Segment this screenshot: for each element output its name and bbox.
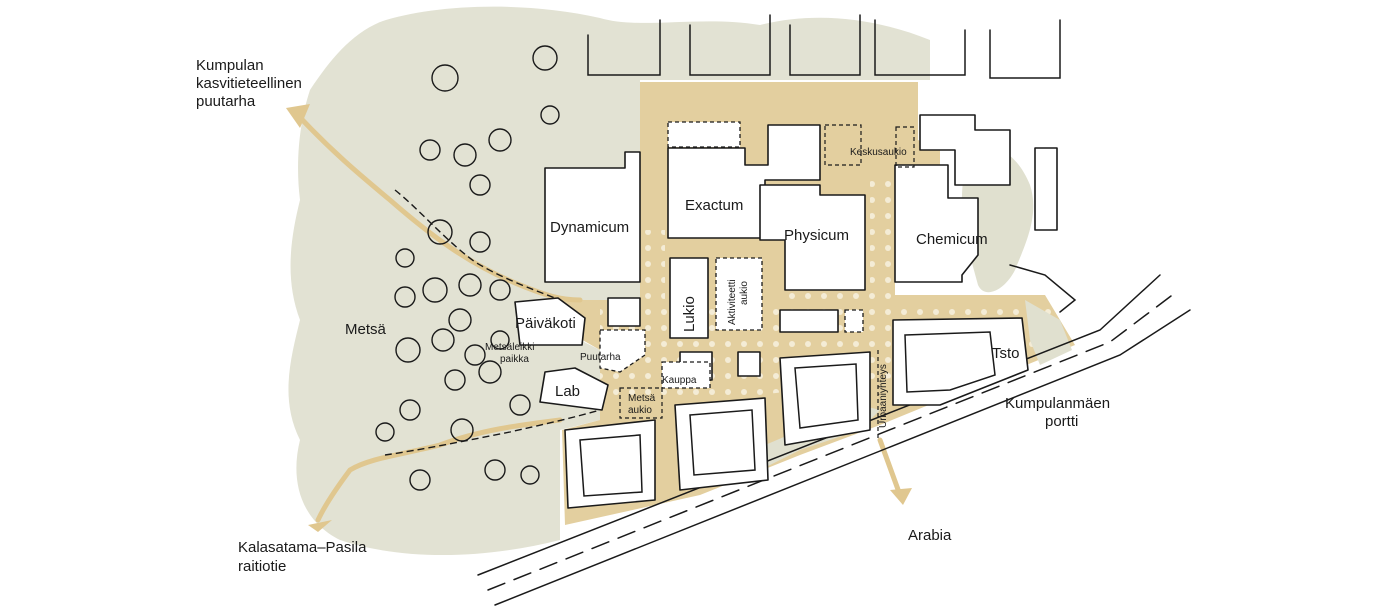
building-physicum (759, 184, 866, 291)
residential-block (689, 409, 756, 476)
label-dynamicum: Dynamicum (550, 219, 629, 236)
residential-block (564, 419, 656, 509)
activity-plaza (715, 257, 763, 331)
small-building (779, 309, 839, 333)
label-keskusaukio: Keskusaukio (850, 147, 907, 158)
residential-block (904, 331, 996, 393)
arrow-north-west-icon (286, 104, 310, 128)
garden-area (599, 329, 646, 373)
label-aktiviteetti-aukio-2: aukio (739, 281, 750, 305)
path-to-arabia (877, 437, 903, 498)
label-kalasatama-1: Kalasatama–Pasila (238, 539, 367, 556)
label-paivakoti: Päiväkoti (515, 315, 576, 332)
label-portti-1: Kumpulanmäen (1005, 395, 1110, 412)
label-kauppa: Kauppa (662, 375, 697, 386)
context-buildings-top (587, 14, 1061, 79)
residential-block (674, 397, 769, 491)
building-lukio (669, 257, 709, 339)
central-plaza-east (895, 126, 915, 168)
building-lab (539, 367, 609, 411)
label-chemicum: Chemicum (916, 231, 988, 248)
label-metsaleikki-1: Metsäleikki (485, 342, 534, 353)
context-building (1009, 264, 1077, 313)
arrow-south-icon (890, 488, 912, 505)
label-kumpula-2: kasvitieteellinen (196, 75, 302, 92)
label-physicum: Physicum (784, 227, 849, 244)
residential-block (579, 434, 643, 497)
greenery-patch (1025, 300, 1072, 365)
forest-trail (384, 409, 601, 456)
label-tsto: Tsto (992, 345, 1020, 362)
exactum-annex (667, 121, 741, 148)
residential-block (794, 363, 859, 429)
forest-trees (375, 45, 560, 491)
label-kalasatama-2: raitiotie (238, 558, 286, 575)
building-dynamicum (544, 151, 641, 283)
forest-plaza-outline (619, 387, 663, 419)
label-kumpula-3: puutarha (196, 93, 256, 110)
small-building (607, 297, 641, 327)
label-arabia: Arabia (908, 527, 952, 544)
label-kumpula-1: Kumpulan (196, 57, 264, 74)
label-metsa-aukio-2: aukio (628, 405, 652, 416)
small-building (844, 309, 864, 333)
path-to-tramline (315, 417, 563, 523)
label-urbaaniyhteys: Urbaaniyhteys (878, 364, 889, 428)
label-metsaleikki-2: paikka (500, 354, 529, 365)
context-building (1034, 147, 1058, 231)
residential-block (892, 317, 1029, 406)
building-paivakoti (514, 297, 586, 346)
central-plaza (824, 124, 862, 166)
shop-small (737, 351, 761, 377)
label-lukio: Lukio (681, 296, 698, 332)
label-exactum: Exactum (685, 197, 743, 214)
label-metsa: Metsä (345, 321, 387, 338)
arrow-south-west-icon (308, 520, 332, 532)
context-building (919, 114, 1011, 186)
label-portti-2: portti (1045, 413, 1078, 430)
building-exactum (667, 124, 821, 239)
shop-dashed (661, 361, 711, 389)
building-chemicum (894, 164, 979, 283)
label-metsa-aukio-1: Metsä (628, 393, 656, 404)
label-puutarha: Puutarha (580, 352, 621, 363)
label-aktiviteetti-aukio-1: Aktiviteetti (727, 279, 738, 325)
label-lab: Lab (555, 383, 580, 400)
railway (477, 274, 1191, 606)
